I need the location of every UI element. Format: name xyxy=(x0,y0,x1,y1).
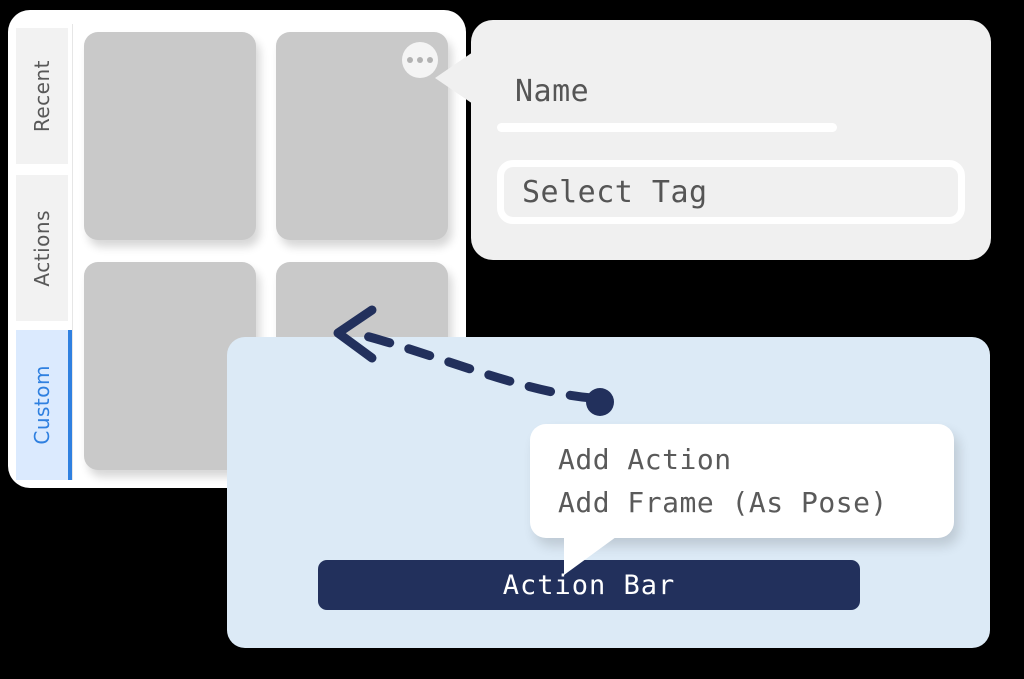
popover-tail xyxy=(435,52,473,104)
ellipsis-icon[interactable] xyxy=(402,42,438,78)
context-menu-tail xyxy=(564,537,616,575)
name-field-label: Name xyxy=(515,74,590,109)
ellipsis-dot xyxy=(407,57,413,63)
sidebar-item-recent-label: Recent xyxy=(30,59,54,133)
ellipsis-dot xyxy=(427,57,433,63)
card-item[interactable] xyxy=(84,32,256,240)
tag-select[interactable]: Select Tag xyxy=(497,160,965,224)
sidebar-item-recent[interactable]: Recent xyxy=(16,28,68,164)
name-input[interactable] xyxy=(497,123,837,132)
menu-item-add-action[interactable]: Add Action xyxy=(558,443,732,476)
active-tab-indicator xyxy=(68,330,72,480)
card-item[interactable] xyxy=(276,32,448,240)
library-panel: Recent Actions Custom xyxy=(8,10,466,488)
sidebar-item-actions-label: Actions xyxy=(30,209,54,287)
sidebar-item-custom[interactable]: Custom xyxy=(16,330,72,480)
rail-divider xyxy=(72,24,73,480)
context-menu: Add Action Add Frame (As Pose) xyxy=(530,424,954,575)
sidebar-item-custom-label: Custom xyxy=(30,365,54,445)
menu-item-add-frame[interactable]: Add Frame (As Pose) xyxy=(558,486,888,519)
tab-rail: Recent Actions Custom xyxy=(16,20,72,480)
tag-select-value: Select Tag xyxy=(522,174,708,210)
sidebar-item-actions[interactable]: Actions xyxy=(16,175,68,321)
ellipsis-dot xyxy=(417,57,423,63)
name-tag-popover: Name Select Tag xyxy=(435,20,991,260)
